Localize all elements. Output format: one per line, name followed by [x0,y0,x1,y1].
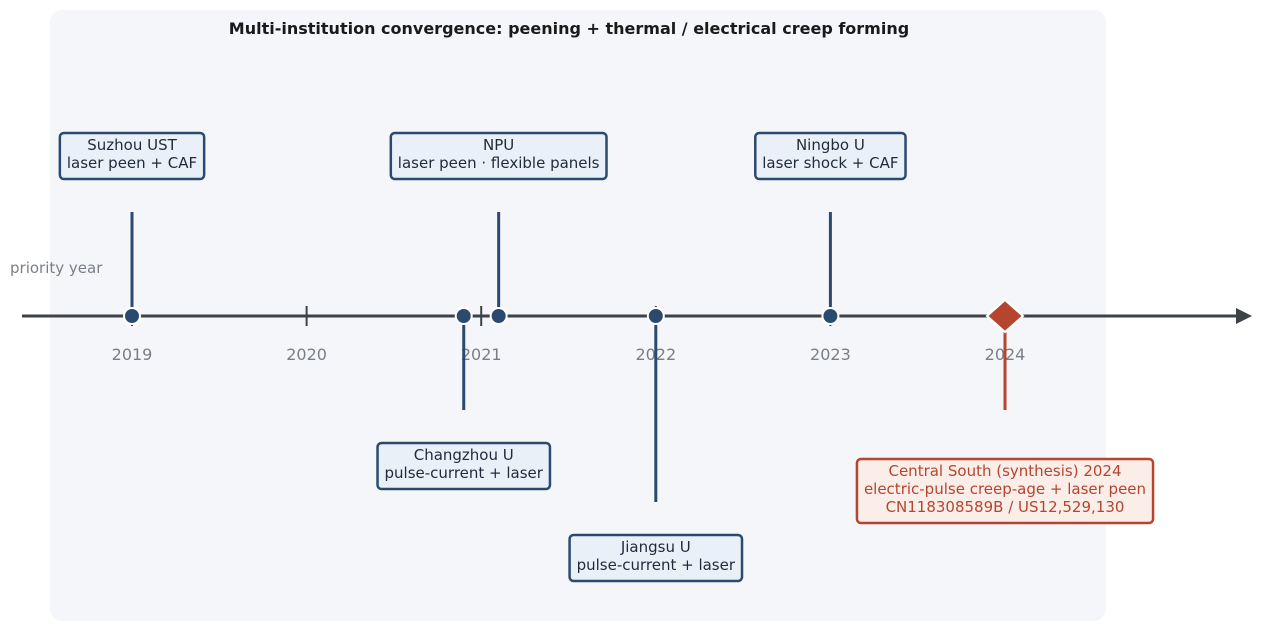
event-dot-marker [821,307,840,325]
tick-label: 2023 [810,345,851,364]
highlight-diamond-marker [985,298,1025,334]
event-dot-marker [646,307,665,325]
event-label-line: electric-pulse creep-age + laser peen [864,480,1146,498]
event-label-line: Jiangsu U [620,538,691,556]
event-label-line: Changzhou U [414,446,514,464]
event-label-line: pulse-current + laser [385,464,544,482]
event-label-line: Central South (synthesis) 2024 [888,462,1121,480]
tick-label: 2020 [286,345,327,364]
event-label-line: Ningbo U [796,136,865,154]
event-dot-marker [489,307,508,325]
event-box-frame [568,533,744,583]
event-label-line: NPU [483,136,514,154]
event-label-line: laser shock + CAF [762,154,898,172]
axis-label: priority year [10,259,103,277]
event-box-frame [376,441,552,491]
tick-label: 2019 [112,345,153,364]
event-label-line: Suzhou UST [87,136,177,154]
event-box-frame [754,131,907,181]
axis-arrow-icon [1236,308,1252,324]
event-label-line: laser peen · flexible panels [398,154,600,172]
event-label-line: CN118308589B / US12,529,130 [886,498,1125,516]
event-dot-marker [454,307,473,325]
event-box-frame [389,131,608,181]
tick-label: 2021 [461,345,502,364]
chart-title: Multi-institution convergence: peening +… [229,19,909,38]
highlight-event-box: Central South (synthesis) 2024electric-p… [855,457,1155,525]
event-box-frame [58,131,206,181]
event-label-line: pulse-current + laser [577,556,736,574]
event-dot-marker [123,307,141,325]
event-box-frame [855,457,1155,525]
event-label-line: laser peen + CAF [67,154,197,172]
